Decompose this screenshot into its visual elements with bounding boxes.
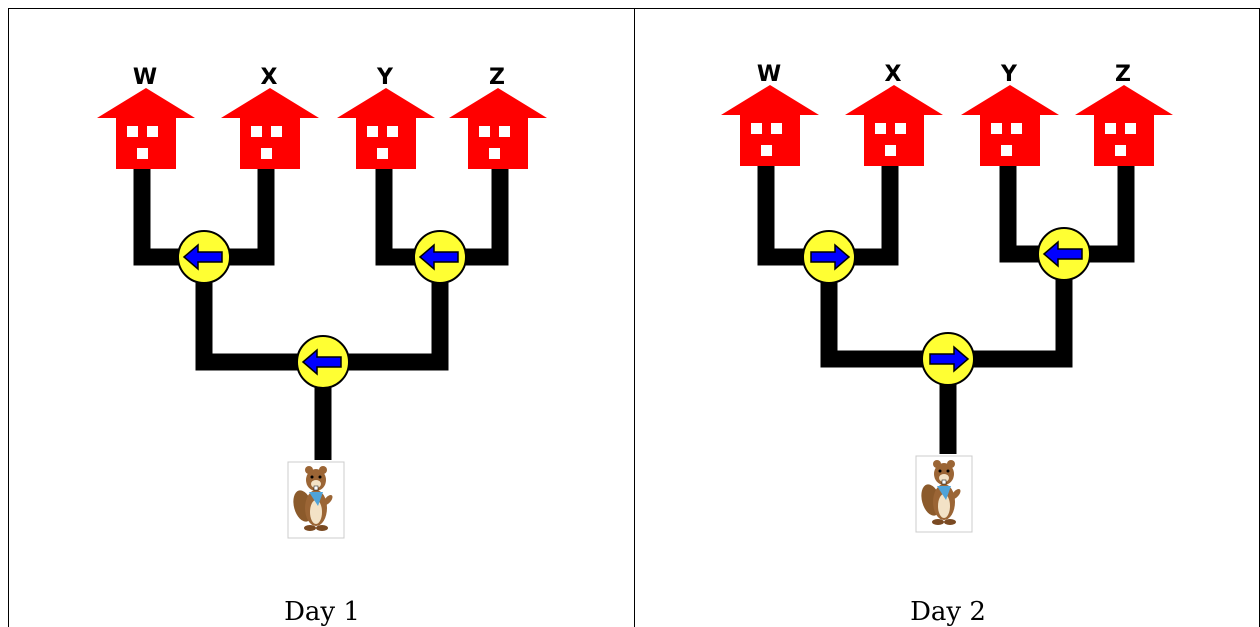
arrow-left-icon bbox=[1042, 240, 1083, 268]
beaver-icon bbox=[287, 461, 345, 539]
beaver-eye bbox=[946, 469, 950, 473]
house-label: W bbox=[133, 65, 157, 90]
house-label: Y bbox=[1000, 62, 1018, 87]
house-body bbox=[721, 85, 819, 166]
house-door bbox=[1115, 145, 1126, 156]
house-z: Z bbox=[449, 65, 547, 169]
beaver-arm bbox=[951, 489, 961, 499]
house-w: W bbox=[721, 62, 819, 166]
house-door bbox=[761, 145, 772, 156]
house-x: X bbox=[221, 65, 319, 169]
panel-2-diagram: W X Y Z Day 2 bbox=[721, 62, 1173, 627]
switch-arrow-left-icon bbox=[1037, 227, 1091, 281]
house-window bbox=[875, 123, 886, 134]
beaver-foot bbox=[944, 519, 956, 525]
arrow-right-icon bbox=[929, 345, 970, 373]
house-y: Y bbox=[961, 62, 1059, 166]
house-door bbox=[377, 148, 388, 159]
house-window bbox=[251, 126, 262, 137]
house-body bbox=[961, 85, 1059, 166]
house-window bbox=[991, 123, 1002, 134]
beaver-belly bbox=[310, 500, 322, 524]
switch-arrow-left-icon bbox=[296, 335, 350, 389]
house-window bbox=[1011, 123, 1022, 134]
house-label: Y bbox=[376, 65, 394, 90]
house-window bbox=[271, 126, 282, 137]
house-label: W bbox=[757, 62, 781, 87]
house-door bbox=[489, 148, 500, 159]
house-label: Z bbox=[489, 65, 505, 90]
panel-caption: Day 1 bbox=[284, 597, 360, 627]
house-body bbox=[449, 88, 547, 169]
beaver-icon bbox=[915, 455, 973, 533]
beaver-foot bbox=[316, 525, 328, 531]
day-1-panel bbox=[8, 8, 634, 627]
house-body bbox=[337, 88, 435, 169]
beaver-muzzle bbox=[311, 480, 321, 488]
arrow-left-icon bbox=[301, 348, 342, 376]
beaver-muzzle bbox=[939, 474, 949, 482]
house-window bbox=[499, 126, 510, 137]
house-window bbox=[479, 126, 490, 137]
switch-arrow-left-icon bbox=[177, 230, 231, 284]
house-x: X bbox=[845, 62, 943, 166]
house-label: X bbox=[885, 62, 902, 87]
beaver-teeth bbox=[313, 485, 319, 491]
house-w: W bbox=[97, 65, 195, 169]
beaver-scarf bbox=[937, 486, 951, 500]
house-window bbox=[127, 126, 138, 137]
house-window bbox=[387, 126, 398, 137]
house-z: Z bbox=[1075, 62, 1173, 166]
beaver-foot bbox=[932, 519, 944, 525]
beaver-eye bbox=[938, 469, 942, 473]
house-window bbox=[895, 123, 906, 134]
panel-caption: Day 2 bbox=[910, 597, 986, 627]
house-door bbox=[885, 145, 896, 156]
house-body bbox=[1075, 85, 1173, 166]
house-window bbox=[1105, 123, 1116, 134]
house-window bbox=[771, 123, 782, 134]
beaver-eye bbox=[310, 475, 314, 479]
house-door bbox=[1001, 145, 1012, 156]
house-window bbox=[1125, 123, 1136, 134]
beaver-scarf bbox=[309, 492, 323, 506]
switch-arrow-right-icon bbox=[921, 332, 975, 386]
arrow-right-icon bbox=[810, 243, 851, 271]
beaver-eye bbox=[318, 475, 322, 479]
house-body bbox=[221, 88, 319, 169]
house-door bbox=[137, 148, 148, 159]
house-label: X bbox=[261, 65, 278, 90]
beaver-teeth bbox=[941, 479, 947, 485]
switch-arrow-right-icon bbox=[802, 230, 856, 284]
panel-1-diagram: W X Y Z Day 1 bbox=[97, 65, 547, 627]
house-body bbox=[845, 85, 943, 166]
arrow-left-icon bbox=[182, 243, 223, 271]
beaver-arm bbox=[323, 495, 333, 505]
switch-arrow-left-icon bbox=[413, 230, 467, 284]
house-label: Z bbox=[1115, 62, 1131, 87]
house-window bbox=[367, 126, 378, 137]
house-window bbox=[147, 126, 158, 137]
house-body bbox=[97, 88, 195, 169]
house-window bbox=[751, 123, 762, 134]
house-door bbox=[261, 148, 272, 159]
beaver-belly bbox=[938, 494, 950, 518]
arrow-left-icon bbox=[418, 243, 459, 271]
beaver-foot bbox=[304, 525, 316, 531]
house-y: Y bbox=[337, 65, 435, 169]
